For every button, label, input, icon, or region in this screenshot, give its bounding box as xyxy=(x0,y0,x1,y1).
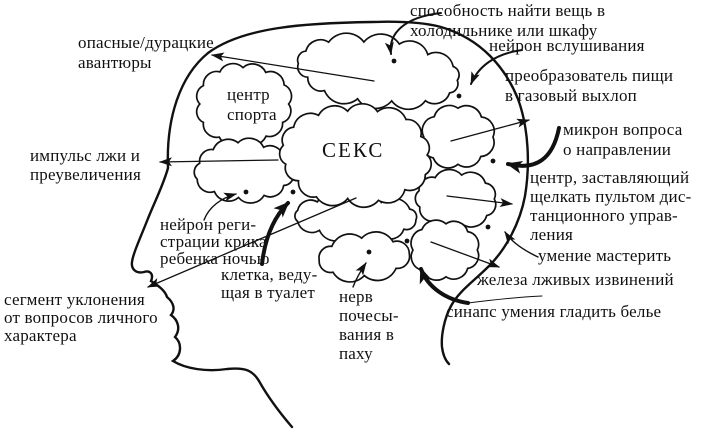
label-toilet-cell: клетка, веду- щая в туалет xyxy=(221,265,318,302)
arrow-fake-apologies xyxy=(430,241,500,268)
brain-lobe xyxy=(421,104,496,169)
label-baby-cry-neuron: нейрон реги- страции крика ребенка ночью xyxy=(160,215,270,268)
arrow-risky-adventures xyxy=(211,52,375,82)
label-risky-adventures: опасные/дурацкие авантюры xyxy=(78,33,214,72)
head-outline xyxy=(166,20,530,366)
label-groin-nerve: нерв почесы- вания в паху xyxy=(339,287,399,363)
label-sex-center: СЕКС xyxy=(322,138,385,162)
label-tinkering-skill: умение мастерить xyxy=(538,246,672,265)
label-food-converter: преобразователь пищи в газовый выхлоп xyxy=(505,66,674,105)
label-lie-impulse: импульс лжи и преувеличения xyxy=(30,146,141,184)
label-direction-question: микрон вопроса о направлении xyxy=(563,120,683,159)
label-fake-apologies: железа лживых извинений xyxy=(477,270,674,289)
brain-lobe xyxy=(414,168,497,231)
label-ironing-synapse: синапс умения гладить белье xyxy=(446,302,662,321)
arrow-baby-cry-neuron xyxy=(203,192,237,221)
brain-lobe xyxy=(195,62,293,147)
arrow-lie-impulse xyxy=(159,157,279,167)
brain-lobe xyxy=(278,102,433,209)
arrow-remote-control xyxy=(446,195,513,208)
arrows xyxy=(147,12,561,305)
arrow-listening-neuron xyxy=(470,49,523,85)
brain-lobe xyxy=(318,231,411,283)
brain-lobe xyxy=(193,137,295,204)
label-personal-questions: сегмент уклонения от вопросов личного ха… xyxy=(4,290,158,345)
arrow-direction-question xyxy=(506,126,561,174)
arrow-personal-questions xyxy=(147,197,357,288)
label-listening-neuron: нейрон вслушивания xyxy=(489,36,645,55)
label-find-things: способность найти вещь в холодильнике ил… xyxy=(410,1,606,40)
brain-lobe xyxy=(410,219,480,281)
label-remote-control: центр, заставляющий щелкать пультом дис-… xyxy=(530,168,692,244)
arrow-toilet-cell xyxy=(260,201,290,266)
connector-ironing-synapse xyxy=(467,295,543,304)
arrow-ironing-synapse xyxy=(419,267,470,305)
target-dots xyxy=(243,58,496,255)
arrow-groin-nerve xyxy=(352,262,367,288)
face-profile xyxy=(130,166,294,429)
brain-lobe xyxy=(296,32,460,111)
arrow-food-converter xyxy=(450,118,530,142)
arrow-find-things xyxy=(384,12,442,55)
arrow-tinkering-skill xyxy=(504,231,539,258)
brain-lobes xyxy=(193,32,497,283)
label-sport-center: центр спорта xyxy=(227,85,277,124)
